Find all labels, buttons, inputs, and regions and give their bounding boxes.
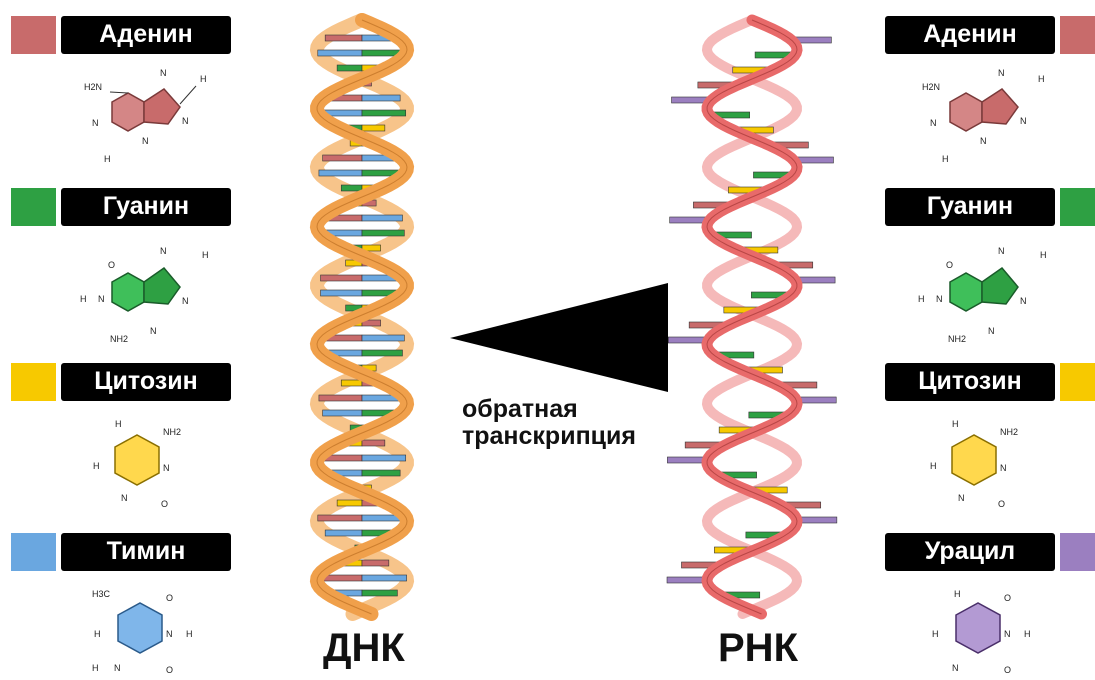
dna-base-pair-left: [319, 170, 362, 176]
dna-base-pair-right: [362, 470, 400, 476]
dna-base-pair-left: [325, 530, 362, 536]
dna-base-pair-left: [323, 155, 362, 161]
dna-base-pair-left: [337, 500, 362, 506]
dna-base-pair-right: [362, 230, 404, 236]
dna-base-pair-right: [362, 110, 406, 116]
dna-base-pair-right: [362, 215, 402, 221]
dna-base-pair-left: [319, 395, 362, 401]
rna-strand: [707, 20, 797, 614]
dna-base-pair-right: [362, 125, 385, 131]
rna-base: [667, 577, 707, 583]
dna-base-pair-left: [325, 35, 362, 41]
dna-base-pair-right: [362, 560, 389, 566]
dna-base-pair-left: [318, 50, 362, 56]
dna-base-pair-right: [362, 575, 407, 581]
dna-base-pair-right: [362, 350, 402, 356]
dna-base-pair-left: [321, 275, 362, 281]
dna-base-pair-right: [362, 440, 385, 446]
arrow-label-line1: обратная: [462, 395, 578, 423]
dna-title: ДНК: [323, 626, 405, 671]
rna-helix: [667, 20, 837, 614]
rna-title: РНК: [718, 626, 798, 671]
reverse-transcription-arrow: [450, 283, 668, 392]
dna-base-pair-left: [318, 515, 362, 521]
rna-base: [797, 517, 837, 523]
dna-base-pair-right: [362, 95, 400, 101]
rna-base: [667, 457, 707, 463]
arrow-label-line2: транскрипция: [462, 422, 636, 450]
dna-base-pair-right: [362, 590, 397, 596]
dna-base-pair-left: [341, 380, 362, 386]
dna-base-pair-right: [362, 455, 406, 461]
dna-helix: [317, 20, 407, 614]
dna-base-pair-right: [362, 335, 404, 341]
dna-base-pair-left: [321, 290, 362, 296]
dna-front-strand: [317, 20, 407, 614]
dna-base-pair-left: [323, 410, 362, 416]
dna-base-pair-left: [341, 185, 362, 191]
dna-base-pair-left: [337, 65, 362, 71]
